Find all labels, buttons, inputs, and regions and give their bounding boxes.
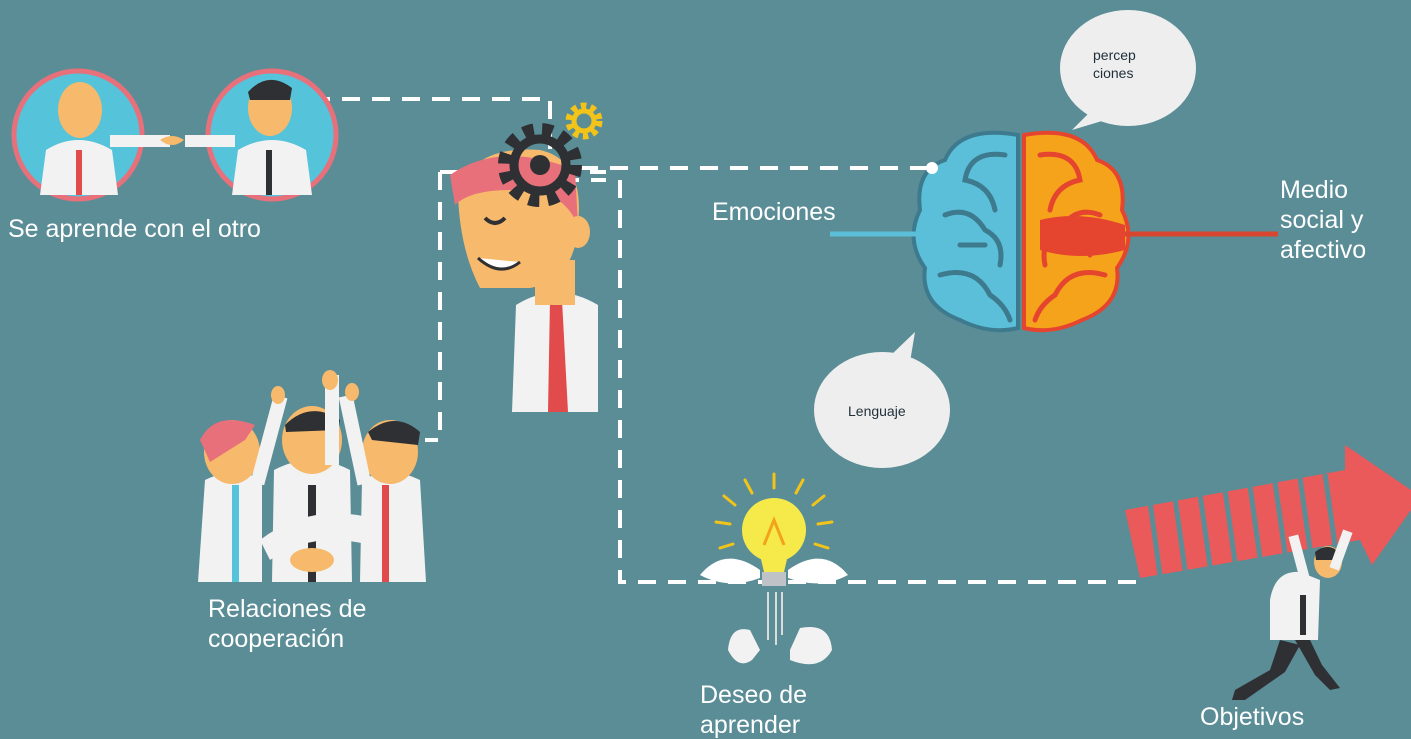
arrow-illustration <box>1125 445 1411 578</box>
team-cheer-illustration <box>198 370 426 582</box>
label-objetivos: Objetivos <box>1200 703 1305 731</box>
label-deseo: Deseo de aprender <box>700 681 808 739</box>
running-man-illustration <box>1232 529 1353 700</box>
gear-icon <box>498 123 582 207</box>
bubble-percepciones-text: percep ciones <box>1093 47 1136 81</box>
lightbulb-icon <box>700 472 848 645</box>
speech-bubble-icon <box>814 332 950 468</box>
thinking-head-illustration <box>450 149 598 412</box>
brain-illustration <box>911 130 1131 333</box>
gear-icon <box>565 102 603 140</box>
label-emociones: Emociones <box>712 198 836 226</box>
label-relaciones: Relaciones de cooperación <box>208 595 367 653</box>
handshake-illustration <box>11 68 339 202</box>
broken-egg-icon <box>728 626 832 665</box>
bubble-lenguaje-text: Lenguaje <box>848 403 906 419</box>
label-se-aprende: Se aprende con el otro <box>8 215 261 243</box>
label-medio-social: Medio social y afectivo <box>1280 176 1367 264</box>
speech-bubble-icon <box>1060 10 1196 130</box>
